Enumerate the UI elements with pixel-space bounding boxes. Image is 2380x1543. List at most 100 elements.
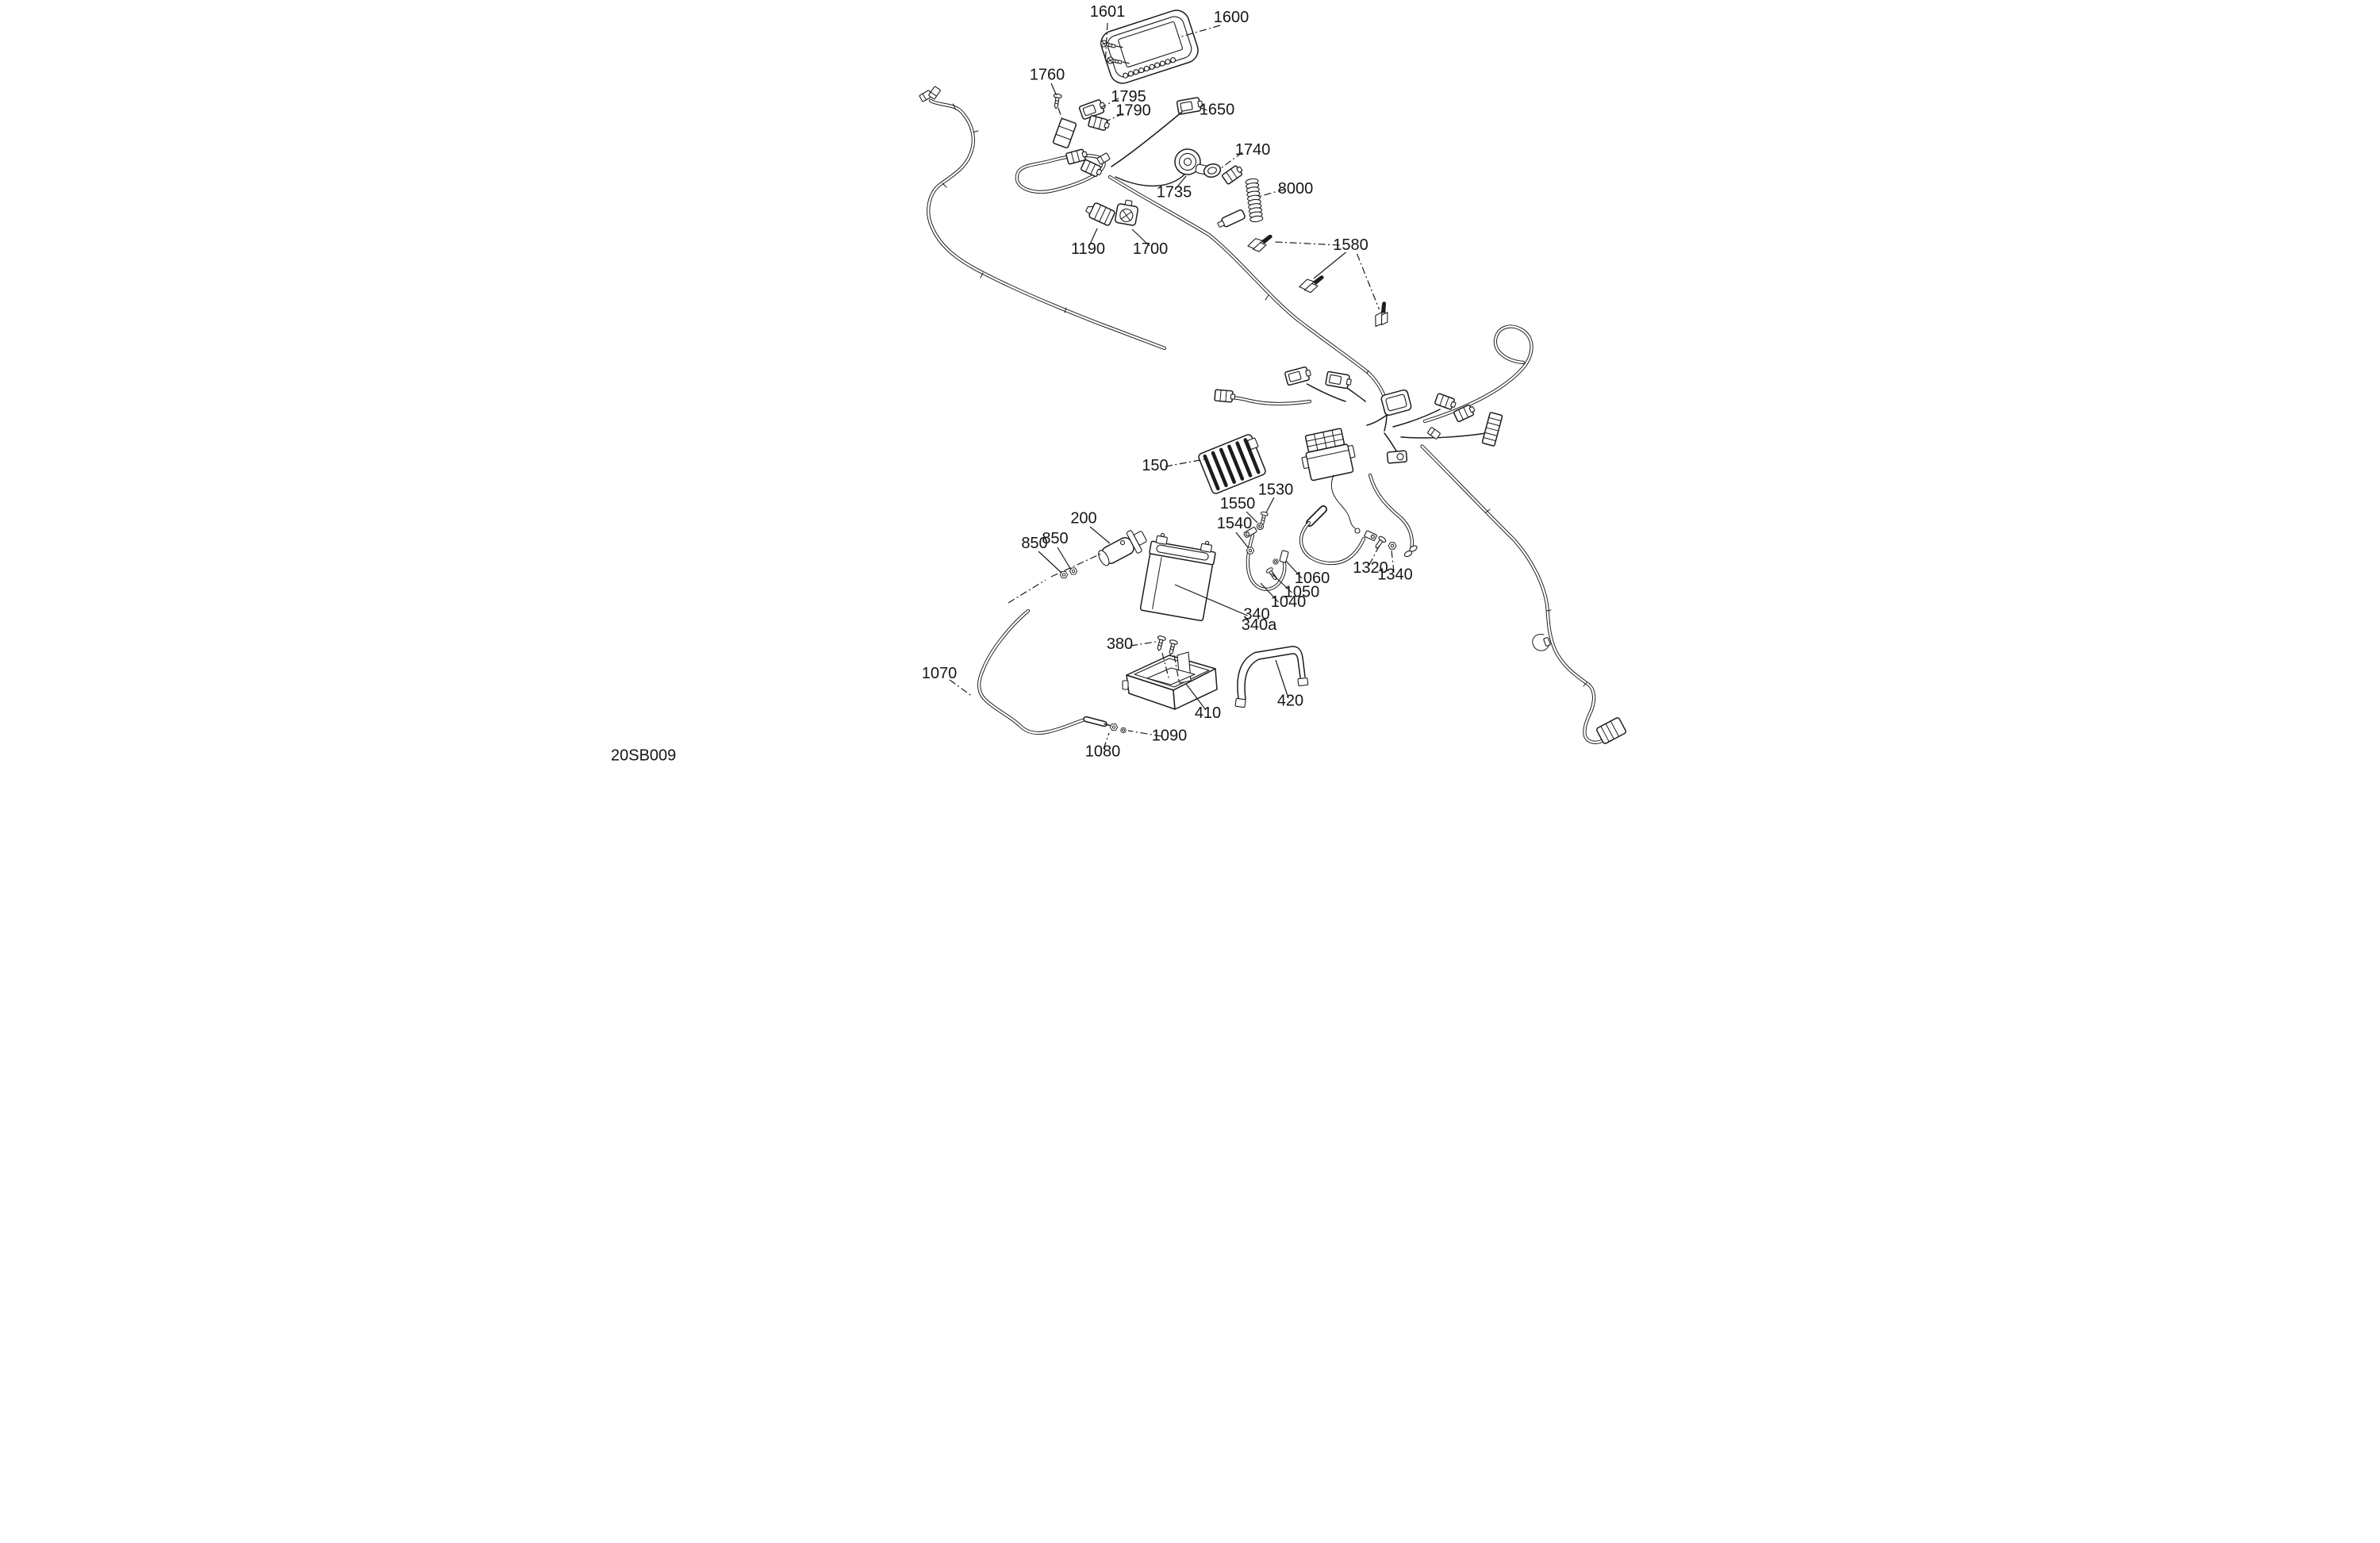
hold-down-strap-420 bbox=[1234, 646, 1309, 708]
wire-to-1650 bbox=[1111, 111, 1183, 167]
leader-1540 bbox=[1235, 532, 1249, 548]
wiring-harness-exploded-diagram: 1601160017601795179016501740173580001190… bbox=[611, 3, 1626, 765]
nut-1340 bbox=[1388, 542, 1397, 550]
leader-200 bbox=[1089, 526, 1111, 544]
connector-1700 bbox=[1114, 199, 1139, 226]
leader-1190 bbox=[1088, 228, 1098, 247]
leader-150 bbox=[1165, 459, 1205, 467]
part-label-340-24: 340 bbox=[1243, 606, 1269, 624]
part-label-1340-20: 1340 bbox=[1377, 566, 1413, 584]
harness-clip-1580-c bbox=[1368, 301, 1397, 332]
leader-380 bbox=[1130, 641, 1157, 647]
leader-1080 bbox=[1103, 732, 1110, 750]
part-label-1790-4: 1790 bbox=[1115, 102, 1151, 120]
leader-1340 bbox=[1391, 550, 1395, 573]
leader-1060 bbox=[1285, 560, 1303, 579]
connector-1190 bbox=[1085, 202, 1115, 226]
hub-connectors bbox=[1214, 365, 1503, 464]
battery-tray-410 bbox=[1122, 651, 1218, 710]
leader-1740 bbox=[1220, 152, 1243, 169]
part-label-1735-7: 1735 bbox=[1157, 184, 1192, 202]
callout-leader-lines bbox=[949, 22, 1395, 750]
leader-1580 bbox=[1356, 253, 1380, 310]
battery-cable-1070 bbox=[979, 611, 1111, 733]
leader-8000 bbox=[1257, 188, 1285, 198]
ignition-switch-1735 bbox=[1174, 148, 1210, 175]
part-label-1070-29: 1070 bbox=[922, 665, 958, 682]
leader-1795 bbox=[1100, 98, 1119, 109]
part-label-1090-30: 1090 bbox=[1152, 727, 1188, 745]
part-label-8000-8: 8000 bbox=[1278, 180, 1314, 198]
leader-1040 bbox=[1260, 582, 1279, 603]
part-label-1550-14: 1550 bbox=[1220, 495, 1256, 512]
tail-end-connector bbox=[1596, 717, 1626, 744]
connector-1790 bbox=[1087, 114, 1111, 132]
part-label-150-12: 150 bbox=[1142, 457, 1168, 474]
leader-1580 bbox=[1275, 241, 1340, 246]
part-label-1530-13: 1530 bbox=[1258, 482, 1294, 499]
part-label-1601-0: 1601 bbox=[1090, 3, 1126, 21]
display-screws bbox=[1100, 39, 1130, 67]
leader-1601 bbox=[1104, 22, 1108, 59]
part-label-1060-21: 1060 bbox=[1295, 570, 1330, 587]
screw-1760 bbox=[1051, 93, 1064, 123]
part-label-380-26: 380 bbox=[1107, 635, 1133, 653]
part-label-1795-3: 1795 bbox=[1111, 88, 1146, 106]
leader-1090 bbox=[1127, 730, 1162, 737]
leader-1580 bbox=[1313, 251, 1346, 279]
bolt-1050 bbox=[1265, 566, 1280, 582]
leader-1735 bbox=[1174, 175, 1187, 190]
cluster-connectors bbox=[1065, 148, 1111, 179]
part-label-1320-19: 1320 bbox=[1353, 559, 1388, 577]
part-label-1760-2: 1760 bbox=[1030, 67, 1065, 84]
tether-cord-8000 bbox=[1217, 163, 1264, 228]
battery-terminals bbox=[1155, 532, 1212, 553]
part-label-1540-15: 1540 bbox=[1217, 515, 1253, 532]
hub-hanging-wires bbox=[1330, 474, 1418, 558]
part-label-420-28: 420 bbox=[1277, 693, 1303, 710]
solenoid-axis-line bbox=[1008, 552, 1104, 604]
right-tail-details bbox=[1532, 634, 1626, 744]
part-label-1650-5: 1650 bbox=[1200, 102, 1235, 119]
leader-1530 bbox=[1265, 497, 1275, 513]
part-label-1600-1: 1600 bbox=[1214, 9, 1250, 26]
figure-code: 20SB009 bbox=[611, 747, 676, 765]
leader-1650 bbox=[1198, 106, 1207, 111]
module-under-1760 bbox=[1052, 118, 1077, 148]
washer-1550 bbox=[1256, 522, 1265, 531]
part-label-410-27: 410 bbox=[1195, 704, 1221, 722]
wire-to-switch bbox=[1115, 174, 1185, 187]
leader-420 bbox=[1275, 659, 1289, 699]
leader-1760 bbox=[1050, 83, 1058, 96]
nut-1540 bbox=[1246, 547, 1255, 555]
harness-clip-1580-b bbox=[1297, 274, 1326, 295]
leader-1550 bbox=[1246, 511, 1258, 524]
harness-clip-1580-a bbox=[1246, 234, 1275, 254]
positive-battery-cable bbox=[1301, 509, 1377, 563]
washer-1060 bbox=[1273, 558, 1279, 565]
part-label-1040-23: 1040 bbox=[1271, 593, 1307, 611]
fuse-box bbox=[1301, 428, 1356, 482]
part-label-1700-10: 1700 bbox=[1133, 240, 1169, 258]
leader-1320 bbox=[1368, 544, 1380, 566]
ground-strap-1040 bbox=[1243, 527, 1289, 589]
part-label-1080-31: 1080 bbox=[1085, 743, 1121, 761]
part-label-340a-25: 340a bbox=[1242, 616, 1277, 634]
bolt-1320 bbox=[1375, 535, 1387, 549]
tray-screws-380 bbox=[1154, 635, 1180, 681]
battery bbox=[1139, 532, 1216, 622]
starter-solenoid-200 bbox=[1098, 530, 1147, 566]
part-label-1580-11: 1580 bbox=[1333, 236, 1368, 254]
part-label-850-17: 850 bbox=[1021, 535, 1047, 552]
voltage-regulator-150 bbox=[1198, 434, 1266, 494]
leader-340 bbox=[1174, 584, 1248, 616]
leader-850 bbox=[1057, 547, 1072, 570]
part-label-1050-22: 1050 bbox=[1284, 584, 1320, 601]
main-harness-tubing bbox=[928, 101, 1604, 743]
part-label-200-16: 200 bbox=[1070, 510, 1096, 528]
leader-1790 bbox=[1105, 113, 1124, 122]
part-label-1740-6: 1740 bbox=[1235, 141, 1271, 159]
leader-1700 bbox=[1131, 228, 1150, 247]
